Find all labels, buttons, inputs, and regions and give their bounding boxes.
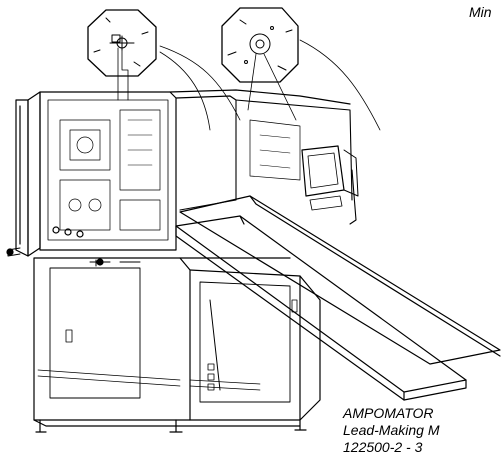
- display-screen: [301, 145, 359, 211]
- upper-housing: [6, 89, 351, 257]
- caption-line-3: 122500-2 - 3: [343, 439, 423, 455]
- left-wire-reel: [87, 9, 157, 101]
- caption-line-1: AMPOMATOR: [343, 405, 434, 421]
- lower-cabinet: [33, 257, 321, 433]
- output-chutes: [175, 195, 501, 401]
- top-label: Min: [469, 4, 492, 20]
- right-wire-reel: [221, 7, 299, 121]
- right-upper-section: [179, 99, 359, 225]
- caption-line-2: Lead-Making M: [343, 422, 440, 438]
- wire-guides: [159, 39, 381, 131]
